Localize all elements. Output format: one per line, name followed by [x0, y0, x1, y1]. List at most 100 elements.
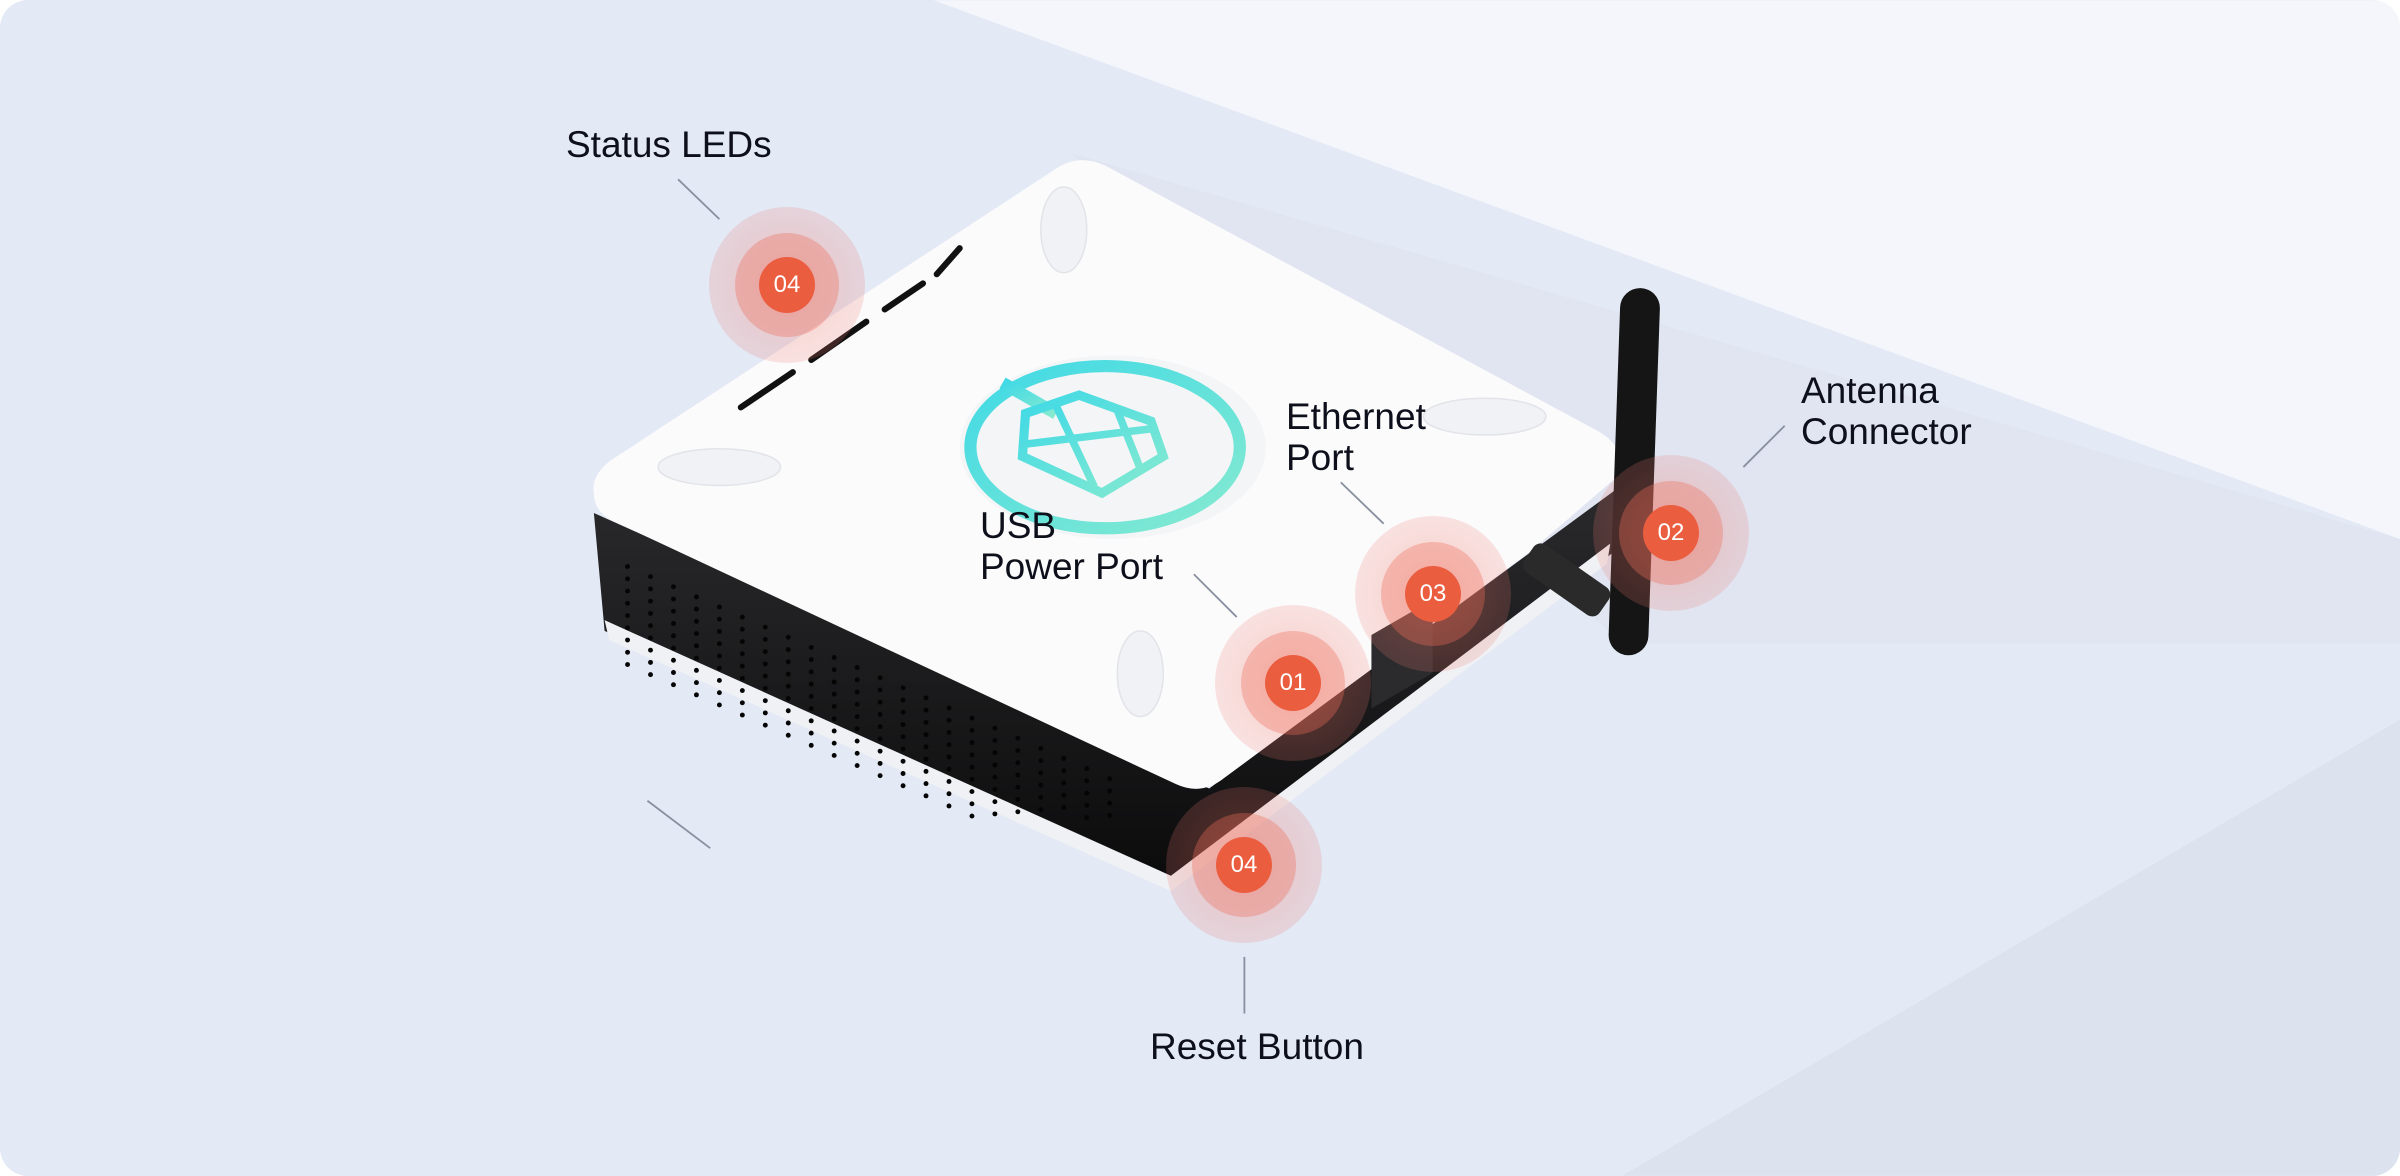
vent-hole [923, 781, 929, 787]
vent-hole [854, 677, 860, 683]
vent-hole [648, 635, 653, 641]
vent-hole [648, 623, 653, 629]
vent-hole [625, 649, 630, 655]
vent-hole [969, 752, 975, 758]
vent-hole [877, 748, 883, 754]
vent-hole [671, 657, 676, 663]
label-line: Ethernet [1286, 396, 1426, 437]
vent-hole [946, 779, 952, 784]
vent-hole [854, 665, 860, 671]
antenna [1608, 288, 1660, 656]
vent-hole [625, 625, 630, 631]
vent-hole [671, 596, 676, 602]
vent-hole [1038, 745, 1044, 751]
vent-hole [1061, 756, 1067, 761]
vent-hole [762, 685, 768, 691]
vent-hole [923, 695, 929, 701]
vent-hole [1015, 809, 1021, 815]
vent-hole [762, 636, 768, 642]
vent-hole [625, 637, 630, 643]
leader-lines [646, 178, 1786, 1014]
vent-hole [648, 586, 653, 592]
vent-hole [693, 631, 699, 637]
vent-hole [716, 665, 722, 671]
label-line: Port [1286, 437, 1354, 478]
vent-hole [625, 588, 630, 594]
vent-hole [1038, 807, 1044, 813]
vent-hole [877, 773, 883, 779]
vent-hole [693, 618, 699, 624]
vent-hole [625, 576, 630, 582]
vent-hole [900, 771, 906, 776]
vent-hole [648, 574, 653, 580]
vent-hole [969, 764, 975, 770]
vent-hole [831, 716, 837, 722]
vent-hole [693, 680, 699, 686]
vent-hole [808, 669, 814, 675]
vent-hole [969, 813, 975, 819]
vent-hole [992, 725, 998, 731]
vent-hole [762, 673, 768, 679]
vent-hole [992, 774, 998, 780]
vent-hole [992, 750, 998, 756]
vent-hole [716, 678, 722, 683]
router-side [593, 486, 1620, 885]
vent-hole [739, 651, 745, 657]
vent-hole [877, 687, 883, 693]
vent-hole [923, 768, 929, 774]
vent-hole [1107, 813, 1113, 818]
vent-hole [785, 659, 791, 665]
vent-hole [946, 730, 952, 735]
antenna-connector [1522, 543, 1611, 617]
vent-hole [946, 742, 952, 748]
vent-hole [831, 655, 837, 660]
vent-hole [785, 732, 791, 738]
vent-hole [762, 624, 768, 630]
vent-hole [762, 649, 768, 655]
vent-hole [1084, 790, 1090, 796]
logo-icon [964, 359, 1246, 535]
vent-hole [785, 708, 791, 714]
vent-hole [739, 639, 745, 645]
vent-hole [1061, 780, 1067, 786]
vent-hole [716, 641, 722, 647]
label-reset-button: Reset Button [1150, 1026, 1364, 1067]
vent-hole [785, 671, 791, 677]
vent-hole [831, 728, 837, 734]
vent-hole [648, 598, 653, 604]
vent-hole [671, 608, 676, 614]
vent-hole [808, 657, 814, 663]
vent-hole [648, 659, 653, 665]
vent-hole [739, 712, 745, 718]
vent-hole [831, 679, 837, 685]
vent-hole [648, 610, 653, 616]
vent-hole [1084, 815, 1090, 821]
background-shadow [1071, 153, 2400, 644]
router-base-rim [604, 543, 1611, 892]
vent-hole [969, 740, 975, 746]
vent-hole [1015, 735, 1021, 741]
vent-hole [1015, 797, 1021, 802]
vent-hole [969, 715, 975, 721]
vent-hole [693, 655, 699, 661]
status-led-strip [737, 245, 963, 411]
vent-hole [831, 667, 837, 673]
vent-hole [716, 629, 722, 634]
vent-hole [1038, 758, 1044, 764]
vent-hole [1084, 802, 1090, 808]
vent-hole [625, 564, 630, 570]
vent-hole [762, 661, 768, 667]
vent-hole [808, 706, 814, 712]
vent-hole [831, 704, 837, 709]
vent-hole [1061, 792, 1067, 798]
vent-hole [1015, 772, 1021, 778]
vent-hole [877, 736, 883, 742]
vent-hole [969, 789, 975, 795]
vent-hole [854, 738, 860, 744]
vent-hole [946, 766, 952, 772]
vent-hole [671, 682, 676, 688]
vent-hole [785, 634, 791, 640]
